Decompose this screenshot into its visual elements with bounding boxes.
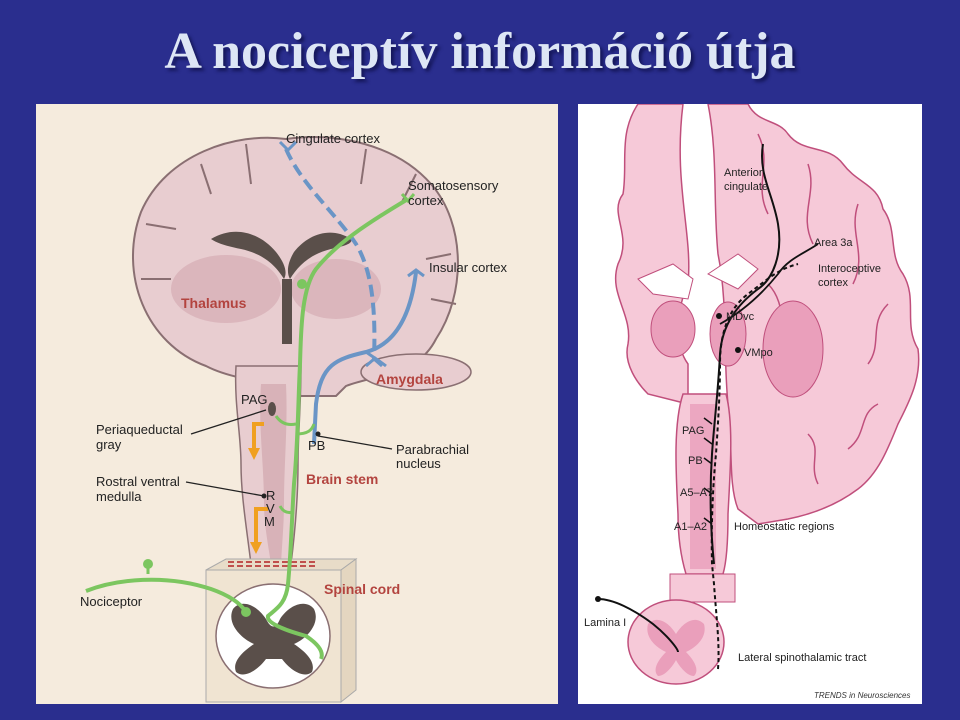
label-credit: TRENDS in Neurosciences — [814, 691, 910, 700]
label-leader-lines — [185, 409, 393, 497]
label-vmpo: VMpo — [744, 347, 773, 359]
label-lateral-tract: Lateral spinothalamic tract — [738, 652, 866, 664]
label-a5-a7: A5–A7 — [680, 487, 713, 499]
label-pag: PAG — [241, 392, 268, 407]
label-cingulate: cingulate — [724, 181, 768, 193]
homeostatic-pathway-svg: Anterior cingulate Area 3a Interoceptive… — [584, 104, 920, 700]
label-a1-a2: A1–A2 — [674, 521, 707, 533]
label-mdvc: MDvc — [726, 311, 755, 323]
label-cingulate-cortex: Cingulate cortex — [286, 131, 380, 146]
label-lamina: Lamina I — [584, 617, 626, 629]
left-deep-nuclei — [650, 300, 696, 358]
left-hemisphere — [614, 104, 690, 405]
label-pb: PB — [688, 455, 703, 467]
label-area-3a: Area 3a — [814, 237, 853, 249]
label-rostral-ventral-2: medulla — [96, 489, 142, 504]
label-periaqueductal-2: gray — [96, 437, 122, 452]
label-anterior: Anterior — [724, 167, 763, 179]
ventricle-right — [707, 253, 759, 290]
label-parabrachial-2: nucleus — [396, 456, 441, 471]
spinothalamic-pathway — [266, 197, 410, 660]
nociceptor-fiber — [85, 577, 248, 614]
label-spinal-cord: Spinal cord — [324, 581, 400, 597]
descending-pag-pathway — [252, 422, 264, 452]
label-amygdala: Amygdala — [376, 371, 443, 387]
pain-pathway-diagram: Cingulate cortex Somatosensory cortex In… — [36, 104, 558, 704]
ventricles — [211, 231, 352, 344]
label-nociceptor: Nociceptor — [80, 594, 143, 609]
label-rvm-v: V — [266, 501, 275, 516]
pathway-ticks — [703, 417, 713, 525]
spinal-gray-matter — [231, 603, 316, 675]
ventricle-left — [637, 263, 694, 300]
label-rvm-m: M — [264, 514, 275, 529]
label-interoceptive-2: cortex — [818, 277, 848, 289]
label-pb: PB — [308, 438, 325, 453]
label-somatosensory-2: cortex — [408, 193, 444, 208]
slide-title: A nociceptív információ útja — [164, 23, 796, 80]
pag-dot — [268, 402, 276, 416]
label-homeostatic: Homeostatic regions — [734, 521, 835, 533]
label-interoceptive: Interoceptive — [818, 263, 881, 275]
brain-gyri — [141, 143, 457, 305]
ascending-pathway — [709, 143, 781, 565]
basal-ganglia — [762, 300, 824, 398]
thalamus-region — [171, 255, 281, 323]
cingulate-pathway — [284, 148, 377, 360]
label-parabrachial: Parabrachial — [396, 442, 469, 457]
label-thalamus: Thalamus — [181, 295, 247, 311]
label-somatosensory: Somatosensory — [408, 178, 499, 193]
label-pag: PAG — [682, 425, 704, 437]
descending-rvm-pathway — [254, 507, 268, 546]
homeostatic-pathway-diagram: Anterior cingulate Area 3a Interoceptive… — [578, 104, 922, 704]
label-periaqueductal: Periaqueductal — [96, 422, 183, 437]
label-rvm-r: R — [266, 488, 275, 503]
lamina-pathway — [597, 598, 679, 653]
label-rostral-ventral: Rostral ventral — [96, 474, 180, 489]
label-insular-cortex: Insular cortex — [429, 260, 508, 275]
label-brain-stem: Brain stem — [306, 471, 378, 487]
pain-pathway-svg: Cingulate cortex Somatosensory cortex In… — [80, 131, 508, 704]
amygdala-region — [360, 353, 472, 391]
